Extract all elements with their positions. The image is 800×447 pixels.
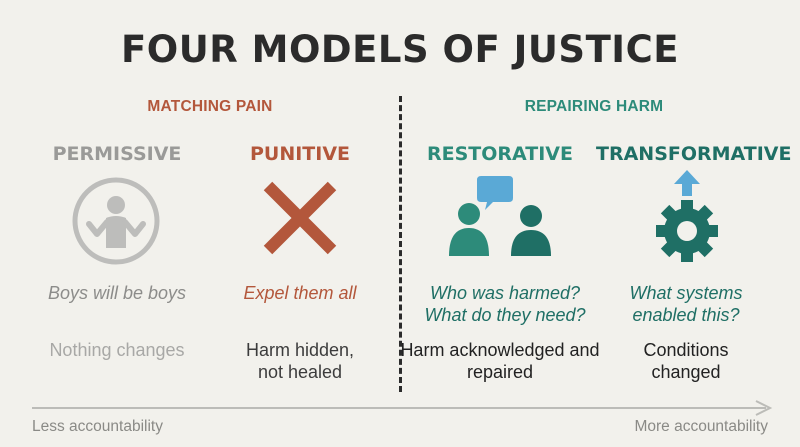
model-title-punitive: PUNITIVE (249, 143, 351, 165)
model-title-restorative: RESTORATIVE (427, 143, 573, 165)
page-title: FOUR MODELS OF JUSTICE (120, 28, 679, 71)
shrugging-person-icon (72, 177, 160, 265)
model-title-transformative: TRANSFORMATIVE (596, 143, 792, 165)
axis-label-less-accountability: Less accountability (32, 418, 163, 435)
model-outcome-restorative: Harm acknowledged and repaired (400, 340, 600, 382)
dashed-divider (399, 96, 402, 392)
model-quote-permissive: Boys will be boys (47, 283, 187, 303)
x-cross-icon (263, 181, 337, 255)
model-outcome-permissive: Nothing changes (49, 340, 185, 360)
gear-arrow-up-icon (656, 170, 718, 262)
model-quote-punitive: Expel them all (243, 283, 357, 303)
two-people-speech-icon (449, 176, 551, 256)
model-quote-restorative: Who was harmed? What do they need? (424, 283, 586, 325)
model-quote-transformative: What systems enabled this? (629, 283, 743, 325)
model-outcome-punitive: Harm hidden, not healed (245, 340, 355, 382)
axis-label-more-accountability: More accountability (634, 418, 768, 435)
group-label-repairing-harm: REPAIRING HARM (524, 98, 664, 115)
model-outcome-transformative: Conditions changed (643, 340, 729, 382)
group-label-matching-pain: MATCHING PAIN (147, 98, 273, 115)
accountability-axis-arrow (32, 400, 773, 416)
model-title-permissive: PERMISSIVE (52, 143, 182, 165)
